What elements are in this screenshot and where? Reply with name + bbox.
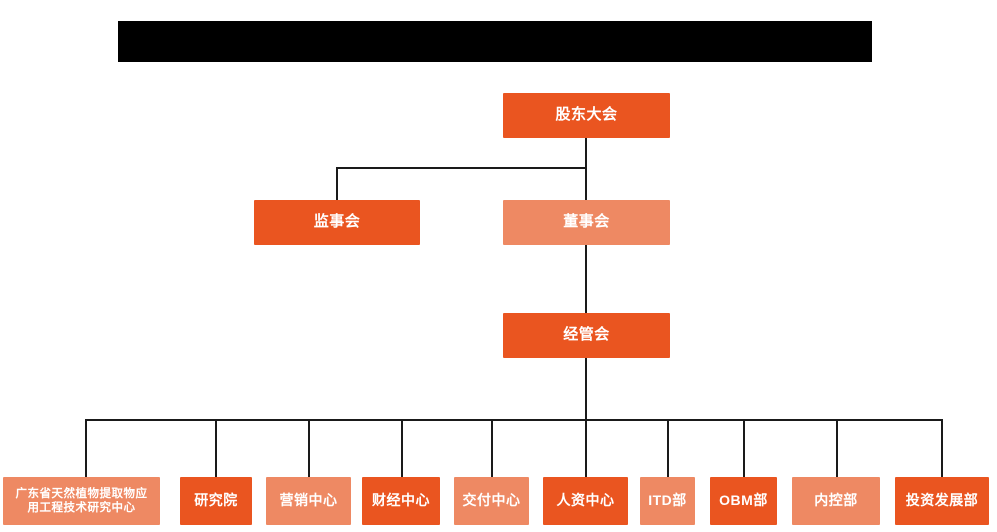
connector-drop-supervisors [336, 167, 338, 200]
org-node-directors[interactable]: 董事会 [503, 200, 670, 245]
connector-level4-bus [85, 419, 943, 421]
connector-drop-itd-dept [667, 419, 669, 477]
redacted-title-banner [118, 21, 872, 62]
org-node-delivery-center-label: 交付中心 [462, 492, 521, 509]
org-node-institute[interactable]: 研究院 [180, 477, 252, 525]
org-node-gd-research-center-label-line1: 广东省天然植物提取物应 [15, 487, 148, 500]
org-node-investment-dev-dept[interactable]: 投资发展部 [895, 477, 989, 525]
connector-drop-internal-control-dept [836, 419, 838, 477]
org-node-directors-label: 董事会 [563, 213, 610, 231]
org-node-institute-label: 研究院 [194, 492, 238, 509]
org-node-gd-research-center[interactable]: 广东省天然植物提取物应 用工程技术研究中心 [3, 477, 160, 525]
connector-shareholders-to-supervisors [336, 167, 587, 169]
org-node-marketing-center-label: 营销中心 [279, 492, 338, 509]
org-node-shareholders-label: 股东大会 [555, 106, 618, 124]
org-node-hr-center-label: 人资中心 [556, 492, 615, 509]
connector-drop-obm-dept [743, 419, 745, 477]
connector-drop-hr-center [585, 419, 587, 477]
org-node-obm-dept[interactable]: OBM部 [710, 477, 777, 525]
connector-drop-finance-center [401, 419, 403, 477]
org-node-itd-dept-label: ITD部 [648, 492, 687, 509]
org-node-supervisors-label: 监事会 [313, 213, 361, 231]
org-node-supervisors[interactable]: 监事会 [254, 200, 420, 245]
org-node-finance-center[interactable]: 财经中心 [362, 477, 440, 525]
org-node-management-label: 经管会 [563, 326, 610, 344]
org-node-gd-research-center-label-line2: 用工程技术研究中心 [27, 502, 136, 514]
org-node-management[interactable]: 经管会 [503, 313, 670, 358]
org-node-delivery-center[interactable]: 交付中心 [454, 477, 529, 525]
org-node-investment-dev-dept-label: 投资发展部 [905, 492, 979, 509]
connector-drop-delivery-center [491, 419, 493, 477]
connector-drop-institute [215, 419, 217, 477]
org-node-internal-control-dept-label: 内控部 [814, 492, 858, 509]
org-node-marketing-center[interactable]: 营销中心 [266, 477, 351, 525]
connector-directors-to-management [585, 245, 587, 313]
connector-shareholders-trunk [585, 138, 587, 245]
connector-management-to-bus [585, 358, 587, 421]
org-node-hr-center[interactable]: 人资中心 [543, 477, 628, 525]
org-node-shareholders[interactable]: 股东大会 [503, 93, 670, 138]
org-node-obm-dept-label: OBM部 [719, 492, 768, 509]
org-node-internal-control-dept[interactable]: 内控部 [792, 477, 880, 525]
org-node-finance-center-label: 财经中心 [372, 492, 430, 509]
org-node-itd-dept[interactable]: ITD部 [640, 477, 695, 525]
connector-drop-marketing-center [308, 419, 310, 477]
connector-drop-gd-research-center [85, 419, 87, 477]
connector-drop-investment-dev-dept [941, 419, 943, 477]
